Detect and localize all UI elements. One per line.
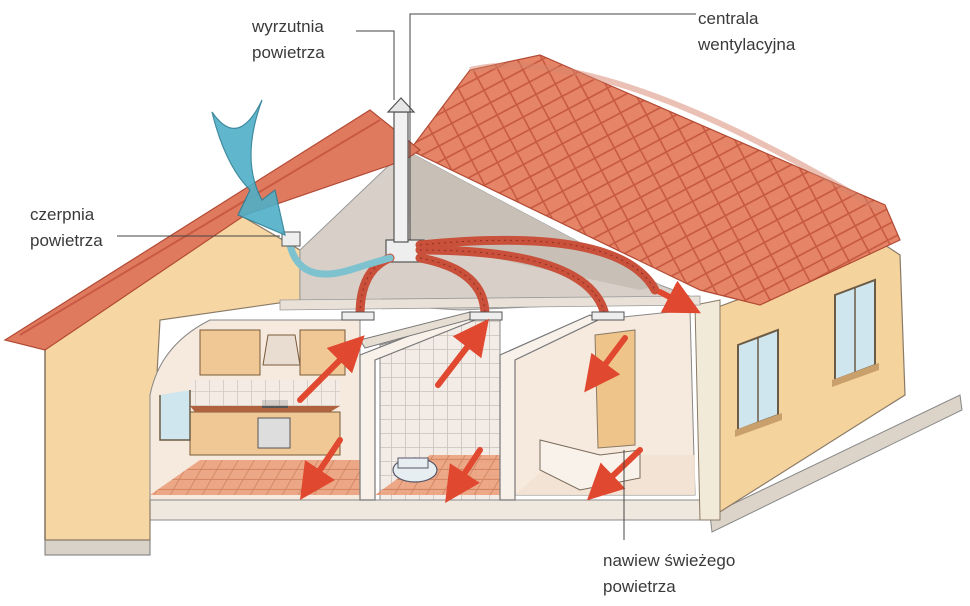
label-intake: czerpnia powietrza xyxy=(30,202,103,254)
ceiling-diffusers xyxy=(341,311,625,321)
window-right-2 xyxy=(832,278,879,387)
supply-air-arrows xyxy=(297,280,701,504)
label-exhaust: wyrzutnia powietrza xyxy=(252,14,325,66)
label-exhaust-line1: wyrzutnia xyxy=(252,17,324,36)
leader-exhaust xyxy=(356,30,395,100)
leader-unit xyxy=(409,13,696,240)
window-right-1 xyxy=(735,328,782,437)
intake-duct xyxy=(281,231,394,278)
label-intake-line1: czerpnia xyxy=(30,205,95,224)
label-exhaust-line2: powietrza xyxy=(252,43,325,62)
label-unit-line1: centrala xyxy=(698,9,759,28)
label-supply-line2: powietrza xyxy=(603,577,676,596)
supply-duct-ribs xyxy=(359,239,656,316)
fresh-air-arrow xyxy=(211,99,286,237)
label-leaders xyxy=(117,13,696,540)
left-gable-wall xyxy=(44,214,301,541)
label-supply: nawiew świeżego powietrza xyxy=(603,548,735,600)
label-intake-line2: powietrza xyxy=(30,231,103,250)
kitchen-room xyxy=(149,319,361,501)
main-roof xyxy=(409,54,901,306)
exhaust-chimney xyxy=(386,97,416,243)
label-supply-line1: nawiew świeżego xyxy=(603,551,736,570)
label-ventilation-unit: centrala wentylacyjna xyxy=(698,6,795,58)
label-unit-line2: wentylacyjna xyxy=(698,35,796,54)
